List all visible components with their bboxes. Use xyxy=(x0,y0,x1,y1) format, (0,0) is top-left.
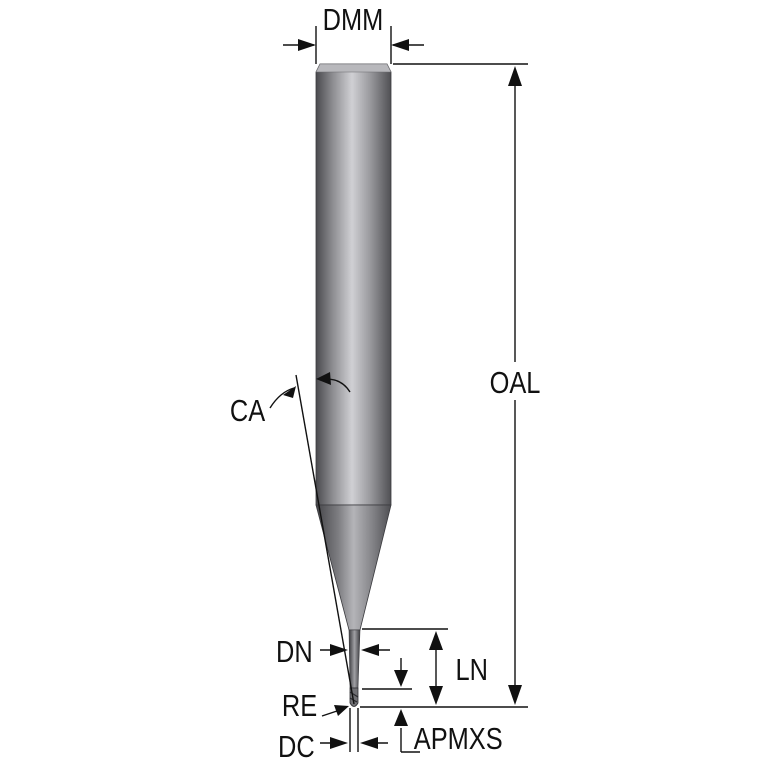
oal-dimension xyxy=(360,63,528,708)
dc-label: DC xyxy=(278,730,315,765)
oal-label: OAL xyxy=(490,366,541,401)
shank-chamfer xyxy=(315,63,392,73)
dn-label: DN xyxy=(276,635,313,670)
apmxs-dimension xyxy=(362,658,420,753)
tool-neck xyxy=(348,629,361,689)
ln-label: LN xyxy=(456,653,488,688)
ln-dimension xyxy=(362,628,448,705)
apmxs-label: APMXS xyxy=(414,722,503,757)
tool-taper xyxy=(315,504,392,631)
tool-shank xyxy=(315,63,392,506)
re-dimension xyxy=(321,705,349,717)
dc-dimension xyxy=(320,708,388,752)
ca-label: CA xyxy=(230,394,265,429)
dmm-dimension xyxy=(283,26,424,64)
re-label: RE xyxy=(282,689,317,724)
dmm-label: DMM xyxy=(323,3,384,38)
end-mill-tool xyxy=(315,63,392,707)
dn-dimension xyxy=(320,644,390,656)
